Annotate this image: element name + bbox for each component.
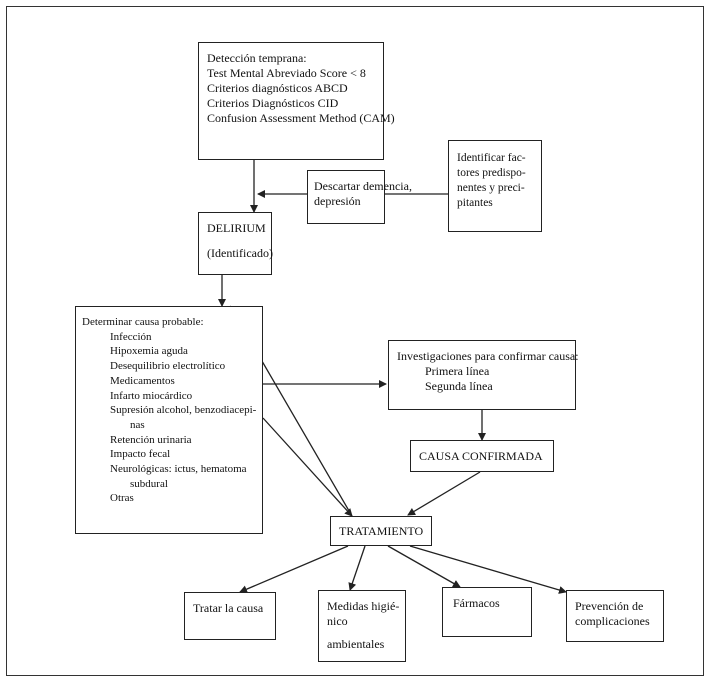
medidas-line: ambientales <box>327 637 385 651</box>
causa-item: subdural <box>130 477 168 490</box>
deteccion-item: Criterios diagnósticos ABCD <box>207 81 348 95</box>
farmacos-title: Fármacos <box>453 596 500 610</box>
causa-item: Infección <box>110 330 152 343</box>
arrow-trat-prevencion <box>409 545 567 594</box>
arrow-causa-tratamiento <box>262 417 353 517</box>
causa-probable-box: Determinar causa probable: Infección Hip… <box>75 306 263 534</box>
arrow-trat-medidas <box>348 545 366 591</box>
tratamiento-title: TRATAMIENTO <box>339 524 424 538</box>
investigaciones-item: Primera línea <box>425 364 490 378</box>
delirium-subtitle: (Identificado) <box>207 246 273 260</box>
causa-item: Neurológicas: ictus, hematoma <box>110 463 247 476</box>
tratar-box: Tratar la causa <box>184 592 276 640</box>
identificar-line: pitantes <box>457 197 493 209</box>
causa-item: Medicamentos <box>110 374 175 387</box>
investigaciones-box: Investigaciones para confirmar causa: Pr… <box>388 340 579 410</box>
investigaciones-item: Segunda línea <box>425 379 493 393</box>
causa-probable-title: Determinar causa probable: <box>82 316 204 328</box>
causa-item: Supresión alcohol, benzodiacepi- <box>110 404 257 417</box>
delirium-title: DELIRIUM <box>207 221 266 235</box>
causa-item: Desequilibrio electrolítico <box>110 360 226 373</box>
causa-confirmada-box: CAUSA CONFIRMADA <box>410 440 554 472</box>
descartar-line: Descartar demencia, <box>314 179 412 193</box>
prevencion-box: Prevención de complicaciones <box>566 590 664 642</box>
farmacos-box: Fármacos <box>442 587 532 637</box>
causa-item: Otras <box>110 492 134 505</box>
descartar-box: Descartar demencia, depresión <box>307 170 412 224</box>
descartar-line: depresión <box>314 194 361 208</box>
identificar-box: Identificar fac- tores predispo- nentes … <box>448 140 542 232</box>
tratar-title: Tratar la causa <box>193 601 264 615</box>
prevencion-line: complicaciones <box>575 614 650 628</box>
identificar-line: nentes y preci- <box>457 182 525 194</box>
causa-item: Retención urinaria <box>110 433 192 446</box>
deteccion-box: Detección temprana: Test Mental Abreviad… <box>198 42 395 160</box>
causa-confirmada-title: CAUSA CONFIRMADA <box>419 449 543 463</box>
arrow-trat-farmacos <box>387 545 461 588</box>
deteccion-item: Criterios Diagnósticos CID <box>207 96 339 110</box>
causa-item: Hipoxemia aguda <box>110 345 188 358</box>
arrow-trat-tratar <box>239 545 349 593</box>
deteccion-item: Confusion Assessment Method (CAM) <box>207 111 395 125</box>
arrow-confirmada-tratamiento <box>407 471 481 516</box>
prevencion-line: Prevención de <box>575 599 644 613</box>
medidas-line: Medidas higié- <box>327 599 400 613</box>
tratamiento-box: TRATAMIENTO <box>330 516 432 546</box>
identificar-line: Identificar fac- <box>457 152 526 164</box>
investigaciones-title: Investigaciones para confirmar causa: <box>397 349 579 363</box>
figure-frame <box>6 6 704 676</box>
deteccion-item: Test Mental Abreviado Score < 8 <box>207 66 366 80</box>
identificar-line: tores predispo- <box>457 167 526 179</box>
medidas-box: Medidas higié- nico ambientales <box>318 590 406 662</box>
delirium-box: DELIRIUM (Identificado) <box>198 212 273 275</box>
medidas-line: nico <box>327 614 348 628</box>
deteccion-title: Detección temprana: <box>207 51 307 65</box>
causa-item: nas <box>130 418 145 431</box>
causa-item: Infarto miocárdico <box>110 389 193 402</box>
causa-item: Impacto fecal <box>110 448 171 461</box>
